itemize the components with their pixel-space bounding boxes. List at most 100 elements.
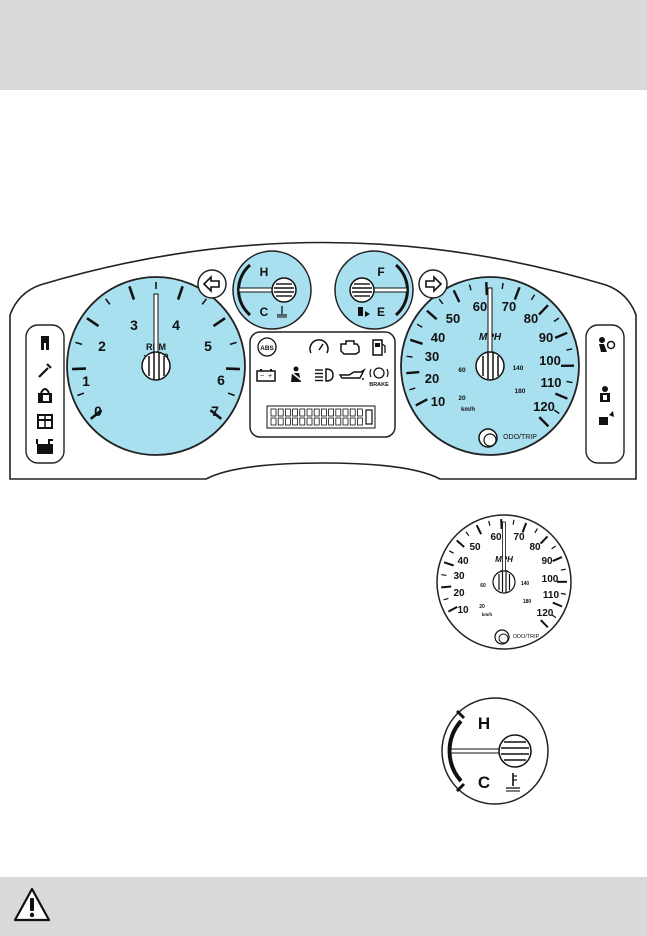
detail-mph-label-40: 40 <box>457 556 469 567</box>
major-tick <box>485 282 488 296</box>
minor-tick <box>501 282 504 290</box>
minor-tick <box>534 528 539 534</box>
kmh-label-140: 140 <box>513 365 524 372</box>
major-tick <box>209 409 223 420</box>
speedometer-detail-ticks <box>441 519 567 628</box>
odometer-cell <box>270 408 277 417</box>
odometer-cell <box>349 417 356 426</box>
major-tick <box>539 535 549 545</box>
minor-tick <box>560 592 566 595</box>
odometer-cell <box>335 408 342 417</box>
minor-tick <box>75 341 83 346</box>
odometer-cell <box>328 408 334 417</box>
minor-tick <box>438 298 444 305</box>
minor-tick <box>465 531 470 537</box>
minor-tick <box>566 380 573 384</box>
minor-tick <box>553 409 560 415</box>
airbag-icon <box>599 337 616 352</box>
right-turn-signal-icon <box>418 269 448 299</box>
detail-mph-label-20: 20 <box>453 588 465 599</box>
mph-label-110: 110 <box>541 375 562 390</box>
odo-trip-button[interactable] <box>478 428 498 448</box>
detail-mph-label-100: 100 <box>542 574 559 585</box>
major-tick <box>552 601 563 608</box>
major-tick <box>475 524 482 535</box>
temperature-gauge: H C <box>232 250 312 330</box>
major-tick <box>554 392 568 400</box>
wrench-icon <box>38 363 52 378</box>
warning-band <box>0 877 647 936</box>
major-tick <box>554 331 568 340</box>
odometer-cell <box>292 408 299 417</box>
major-tick <box>409 338 423 345</box>
major-tick <box>89 409 103 420</box>
odometer-cell <box>277 417 284 426</box>
odometer-cell <box>335 417 342 426</box>
minor-tick <box>227 392 235 397</box>
kmh-label-180: 180 <box>515 388 526 395</box>
major-tick <box>441 585 452 589</box>
warning-triangle-icon <box>13 887 51 922</box>
major-tick <box>521 522 528 533</box>
odometer-cell <box>357 408 363 417</box>
major-tick <box>452 289 461 303</box>
fuel-pump-icon <box>358 307 370 317</box>
mph-label-50: 50 <box>446 311 460 326</box>
kmh-label-60: 60 <box>458 367 466 374</box>
minor-tick <box>201 298 208 305</box>
mph-label-60: 60 <box>473 299 487 314</box>
tach-label-6: 6 <box>217 372 225 388</box>
battery-icon: −+ <box>256 369 276 382</box>
detail-mph-label-60: 60 <box>490 532 502 543</box>
detail-kmh-label-140: 140 <box>521 581 530 587</box>
tach-label-7: 7 <box>211 403 219 419</box>
major-tick <box>426 309 438 321</box>
odometer-gear-cell <box>365 409 373 425</box>
minor-tick <box>488 520 491 526</box>
minor-tick <box>77 392 85 397</box>
detail-temp-cold-label: C <box>478 773 490 792</box>
detail-mph-label-80: 80 <box>529 542 541 553</box>
odometer-cell <box>284 417 291 426</box>
tach-label-0: 0 <box>94 403 102 419</box>
odometer-cell <box>321 408 327 417</box>
fuel-full-label: F <box>377 265 384 279</box>
minor-tick <box>416 323 423 328</box>
tachometer-ticks <box>72 282 240 420</box>
kmh-label-20: 20 <box>458 395 466 402</box>
odometer-cell <box>292 417 299 426</box>
check-engine-icon <box>340 340 360 355</box>
brake-icon: BRAKE <box>369 367 389 388</box>
seatbelt-icon <box>290 366 302 382</box>
minor-tick <box>406 355 413 358</box>
detail-kmh-label-60: 60 <box>480 583 486 589</box>
tach-label-2: 2 <box>98 338 106 354</box>
low-fuel-icon <box>372 339 386 356</box>
tachometer: 0 1 2 3 4 5 6 7 RPM x1000 <box>66 276 246 456</box>
fuel-empty-label: E <box>377 305 385 319</box>
service-icon <box>36 439 53 454</box>
fuel-gauge: F E <box>334 250 414 330</box>
temperature-gauge-detail: H C <box>441 697 549 805</box>
major-tick <box>72 367 87 371</box>
kmh-unit-label: km/h <box>461 407 475 413</box>
detail-coolant-icon <box>506 773 520 792</box>
coolant-icon <box>277 306 287 318</box>
speedometer-ticks <box>406 282 575 428</box>
speedometer: 10 20 30 40 50 60 70 80 90 100 110 120 2… <box>400 276 580 456</box>
minor-tick <box>551 545 557 550</box>
mph-label-70: 70 <box>502 299 516 314</box>
minor-tick <box>512 519 515 525</box>
detail-mph-label-10: 10 <box>457 605 469 616</box>
detail-kmh-label-20: 20 <box>479 604 485 610</box>
detail-odo-trip-button[interactable] <box>494 629 510 645</box>
svg-text:BRAKE: BRAKE <box>369 382 389 388</box>
detail-mph-label-110: 110 <box>543 590 560 601</box>
header-band <box>0 0 647 90</box>
abs-icon: ABS <box>257 337 277 357</box>
mph-label-100: 100 <box>539 353 561 368</box>
detail-odo-trip-label: ODO/TRIP <box>513 634 540 640</box>
major-tick <box>225 367 240 371</box>
odometer-cell <box>313 417 320 426</box>
svg-text:ABS: ABS <box>260 345 274 352</box>
